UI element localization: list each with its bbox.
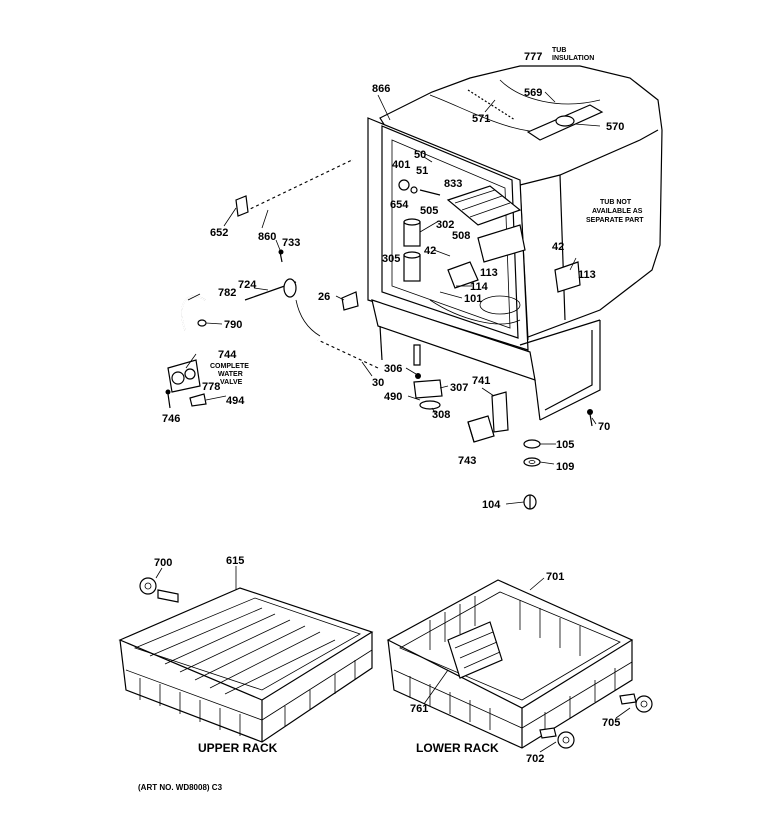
callout-113: 113 <box>578 269 596 281</box>
callout-569: 569 <box>524 87 542 99</box>
callout-42: 42 <box>552 241 564 253</box>
callout-505: 505 <box>420 205 438 217</box>
callout-109: 109 <box>556 461 574 473</box>
note-tub-insulation: INSULATION <box>552 55 594 62</box>
callout-labels: 777 TUB INSULATION 866 569 571 570 50 40… <box>154 47 644 765</box>
note-complete-water-valve: WATER <box>218 371 243 378</box>
callout-743: 743 <box>458 455 476 467</box>
note-tub-not-available: TUB NOT <box>600 199 632 206</box>
upper-rack-caption: UPPER RACK <box>198 741 278 755</box>
lower-rack-caption: LOWER RACK <box>416 741 499 755</box>
callout-105: 105 <box>556 439 574 451</box>
callout-741: 741 <box>472 375 490 387</box>
leader-lines <box>155 91 631 753</box>
callout-51: 51 <box>416 165 428 177</box>
left-side-parts <box>165 158 379 409</box>
callout-571: 571 <box>472 113 490 125</box>
callout-101: 101 <box>464 293 482 305</box>
callout-778: 778 <box>202 381 220 393</box>
tub-assembly <box>367 65 663 421</box>
callout-70: 70 <box>598 421 610 433</box>
callout-700: 700 <box>154 557 172 569</box>
callout-777: 777 <box>524 51 542 63</box>
callout-746: 746 <box>162 413 180 425</box>
callout-615: 615 <box>226 555 244 567</box>
callout-306: 306 <box>384 363 402 375</box>
lower-rack-drawing <box>386 579 653 749</box>
note-complete-water-valve: COMPLETE <box>210 363 249 370</box>
callout-733: 733 <box>282 237 300 249</box>
callout-701: 701 <box>546 571 564 583</box>
callout-114: 114 <box>470 281 489 293</box>
note-tub-not-available: SEPARATE PART <box>586 217 644 224</box>
callout-302: 302 <box>436 219 454 231</box>
callout-833: 833 <box>444 178 462 190</box>
captions: UPPER RACK LOWER RACK (ART NO. WD8008) C… <box>138 741 499 792</box>
callout-308: 308 <box>432 409 450 421</box>
callout-724: 724 <box>238 279 257 291</box>
art-number: (ART NO. WD8008) C3 <box>138 783 223 792</box>
callout-305: 305 <box>382 253 400 265</box>
callout-113: 113 <box>480 267 498 279</box>
callout-702: 702 <box>526 753 544 765</box>
note-tub-not-available: AVAILABLE AS <box>592 208 643 215</box>
callout-42: 42 <box>424 245 436 257</box>
callout-490: 490 <box>384 391 402 403</box>
callout-494: 494 <box>226 395 245 407</box>
callout-570: 570 <box>606 121 624 133</box>
callout-744: 744 <box>218 349 237 361</box>
callout-50: 50 <box>414 149 426 161</box>
callout-30: 30 <box>372 377 384 389</box>
callout-307: 307 <box>450 382 468 394</box>
callout-860: 860 <box>258 231 276 243</box>
note-tub-insulation: TUB <box>552 47 566 54</box>
callout-654: 654 <box>390 199 409 211</box>
callout-508: 508 <box>452 230 470 242</box>
callout-866: 866 <box>372 83 390 95</box>
callout-705: 705 <box>602 717 620 729</box>
upper-rack-drawing <box>118 577 374 743</box>
callout-26: 26 <box>318 291 330 303</box>
callout-652: 652 <box>210 227 228 239</box>
callout-401: 401 <box>392 159 410 171</box>
callout-761: 761 <box>410 703 428 715</box>
callout-782: 782 <box>218 287 236 299</box>
note-complete-water-valve: VALVE <box>220 379 243 386</box>
callout-104: 104 <box>482 499 501 511</box>
callout-790: 790 <box>224 319 242 331</box>
